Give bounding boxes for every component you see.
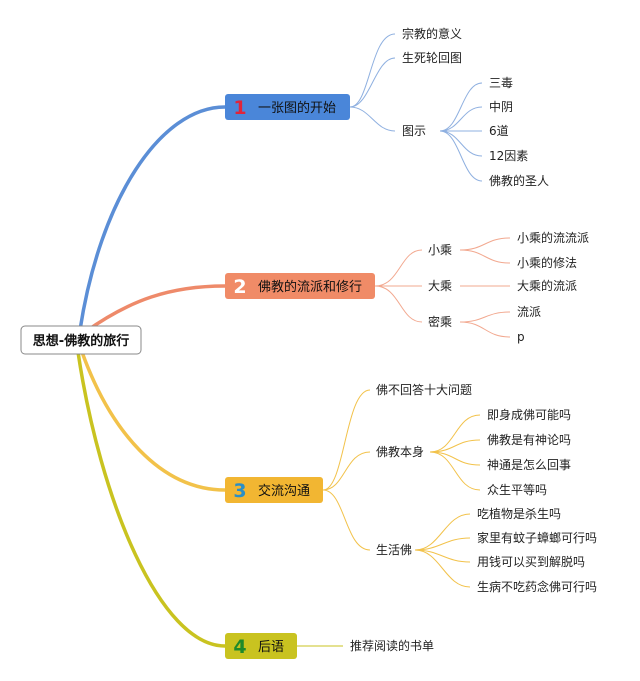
topic-3-3-2[interactable]: 家里有蚊子蟑螂可行吗 [477,530,597,545]
topic-1-3-3[interactable]: 6道 [489,124,509,138]
topic-2-3-1[interactable]: 流派 [517,305,541,319]
topic-1-3-1[interactable]: 三毒 [489,76,513,90]
branch-3-title: 交流沟通 [258,483,310,499]
topic-3-3-1[interactable]: 吃植物是杀生吗 [477,506,561,521]
topic-2-1-2[interactable]: 小乘的修法 [517,255,577,270]
branch-4-box [225,633,297,659]
topic-3-3[interactable]: 生活佛 [376,543,412,557]
branch-2-connectors [374,237,511,338]
branch-3-connectors [322,389,481,588]
topic-3-3-4[interactable]: 生病不吃药念佛可行吗 [477,579,597,594]
topic-3-1[interactable]: 佛不回答十大问题 [376,382,472,397]
branch-1-box [225,94,350,120]
branch-2-box [225,273,375,299]
branch-2-title: 佛教的流派和修行 [258,279,362,295]
branch-1-number: 1 [233,97,246,119]
topic-2-2[interactable]: 大乘 [428,279,452,293]
topic-4-1[interactable]: 推荐阅读的书单 [350,638,434,653]
root-node[interactable]: 思想-佛教的旅行 [20,325,142,355]
branch-node-2[interactable]: 2 佛教的流派和修行 [225,273,375,299]
branch-node-1[interactable]: 1 一张图的开始 [225,94,350,120]
connector-branch-4 [76,351,226,648]
topic-3-3-3[interactable]: 用钱可以买到解脱吗 [477,554,585,569]
topic-2-3[interactable]: 密乘 [428,314,452,329]
branch-2-number: 2 [233,276,246,298]
branch-4-title: 后语 [258,640,284,655]
topic-1-3-2[interactable]: 中阴 [489,99,513,114]
branch-3-box [225,477,323,503]
branch-node-4[interactable]: 4 后语 [225,633,297,659]
branch-4-number: 4 [233,636,246,658]
topic-3-2-3[interactable]: 神通是怎么回事 [487,457,571,472]
branch-1-title: 一张图的开始 [258,100,336,116]
root-label: 思想-佛教的旅行 [33,333,129,349]
topic-2-2-1[interactable]: 大乘的流派 [517,278,577,293]
topic-1-2[interactable]: 生死轮回图 [402,51,462,65]
topic-2-3-2[interactable]: p [517,330,525,344]
topic-3-2-2[interactable]: 佛教是有神论吗 [487,432,571,447]
topic-1-3-5[interactable]: 佛教的圣人 [489,173,549,188]
topic-1-1[interactable]: 宗教的意义 [402,26,462,41]
branch-1-connectors [349,33,483,182]
branch-3-number: 3 [233,480,246,502]
topic-1-3[interactable]: 图示 [402,124,426,138]
topic-3-2[interactable]: 佛教本身 [376,444,424,459]
topic-2-1-1[interactable]: 小乘的流流派 [517,230,589,245]
connector-branch-1 [78,105,226,331]
topic-1-3-4[interactable]: 12因素 [489,149,528,163]
topic-2-1[interactable]: 小乘 [428,243,452,257]
topic-3-2-4[interactable]: 众生平等吗 [487,483,547,497]
branch-node-3[interactable]: 3 交流沟通 [225,477,323,503]
connector-branch-3 [80,351,226,492]
topic-3-2-1[interactable]: 即身成佛可能吗 [487,407,571,422]
connector-branch-2 [83,284,226,334]
